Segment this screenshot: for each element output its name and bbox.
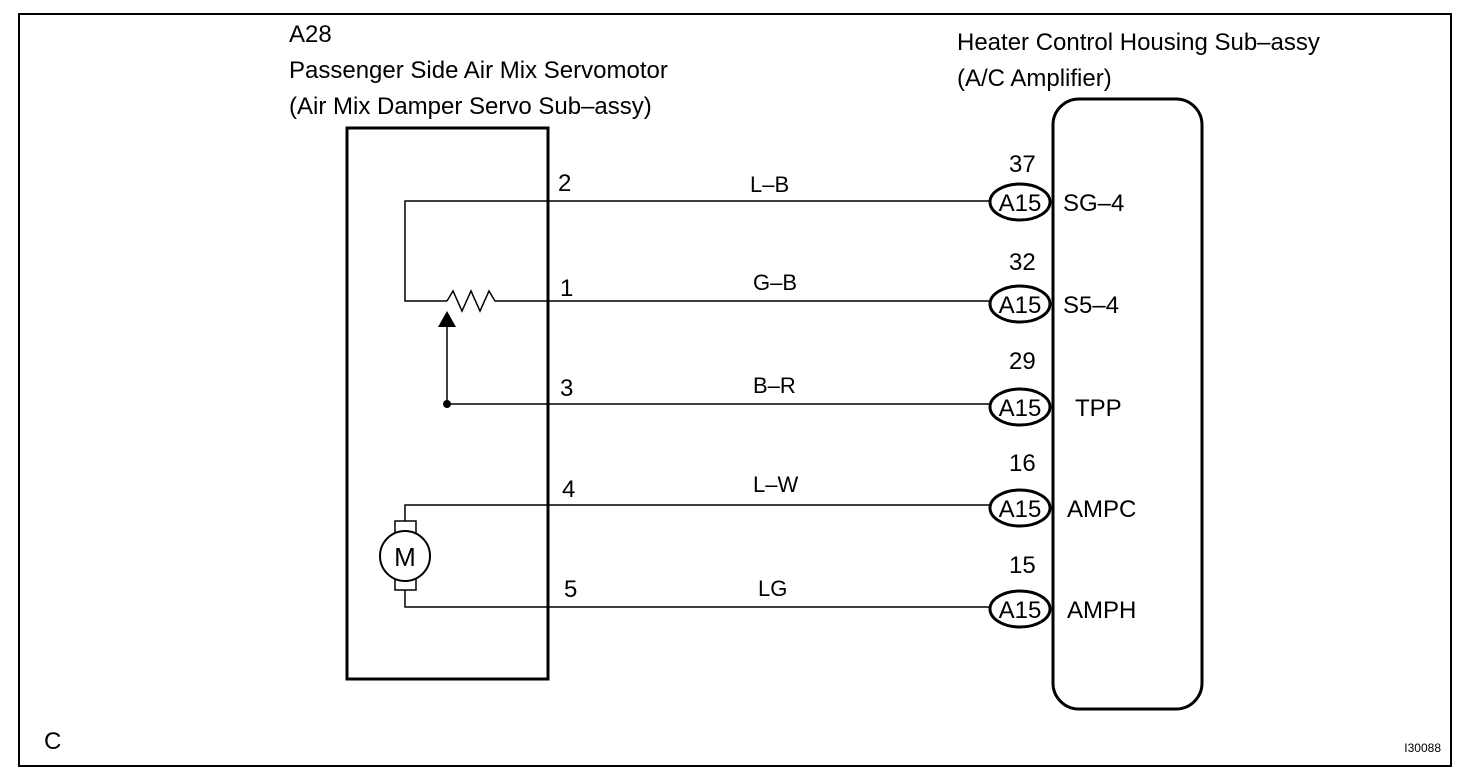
terminal-number: 15 [1009, 552, 1036, 579]
wiper-arrow-icon [438, 311, 456, 327]
servo-pin: 4 [562, 476, 575, 503]
connection-row: 2 L–B 37 A15 SG–4 [558, 151, 1124, 222]
connection-row: 5 LG 15 A15 AMPH [564, 552, 1136, 629]
connection-row: 4 L–W 16 A15 AMPC [562, 450, 1136, 528]
pot-lead [404, 200, 989, 302]
connector-code: A15 [999, 597, 1042, 624]
connector-code: A15 [999, 496, 1042, 523]
wire-4-line [404, 504, 989, 521]
connection-row: 3 B–R 29 A15 TPP [560, 348, 1122, 427]
connector-badge [988, 284, 1052, 324]
terminal-number: 29 [1009, 348, 1036, 375]
servo-pin: 2 [558, 170, 571, 197]
diagram-frame [18, 13, 1452, 767]
signal-name: AMPC [1067, 496, 1136, 523]
potentiometer-circuit [404, 200, 989, 408]
terminal-number: 37 [1009, 151, 1036, 178]
servo-pin: 5 [564, 576, 577, 603]
motor-circuit: M [379, 504, 989, 608]
servo-code: A28 [289, 21, 332, 48]
signal-name: SG–4 [1063, 190, 1124, 217]
connector-code: A15 [999, 292, 1042, 319]
wire-color: G–B [753, 270, 797, 295]
connector-badge [988, 182, 1052, 222]
motor-symbol: M [394, 542, 416, 572]
connection-row: 1 G–B 32 A15 S5–4 [560, 249, 1119, 324]
connector-code: A15 [999, 190, 1042, 217]
resistor-icon [446, 289, 989, 313]
amplifier-name: Heater Control Housing Sub–assy [957, 29, 1320, 56]
connector-badge [988, 589, 1052, 629]
servo-subname: (Air Mix Damper Servo Sub–assy) [289, 93, 652, 120]
connector-badge [988, 488, 1052, 528]
servo-name: Passenger Side Air Mix Servomotor [289, 57, 668, 84]
connector-badge [988, 387, 1052, 427]
servo-pin: 1 [560, 275, 573, 302]
amplifier-subname: (A/C Amplifier) [957, 65, 1112, 92]
wire-color: B–R [753, 373, 796, 398]
wire-5-line [404, 590, 989, 608]
wire-color: L–W [753, 472, 798, 497]
connector-code: A15 [999, 395, 1042, 422]
terminal-number: 32 [1009, 249, 1036, 276]
wire-color: L–B [750, 172, 789, 197]
amplifier-box [1051, 97, 1204, 711]
corner-label: C [44, 728, 61, 755]
signal-name: S5–4 [1063, 292, 1119, 319]
figure-id: I30088 [1404, 741, 1441, 755]
servo-pin: 3 [560, 375, 573, 402]
signal-name: TPP [1075, 395, 1122, 422]
wire-color: LG [758, 576, 787, 601]
motor-icon [379, 530, 431, 582]
terminal-number: 16 [1009, 450, 1036, 477]
signal-name: AMPH [1067, 597, 1136, 624]
